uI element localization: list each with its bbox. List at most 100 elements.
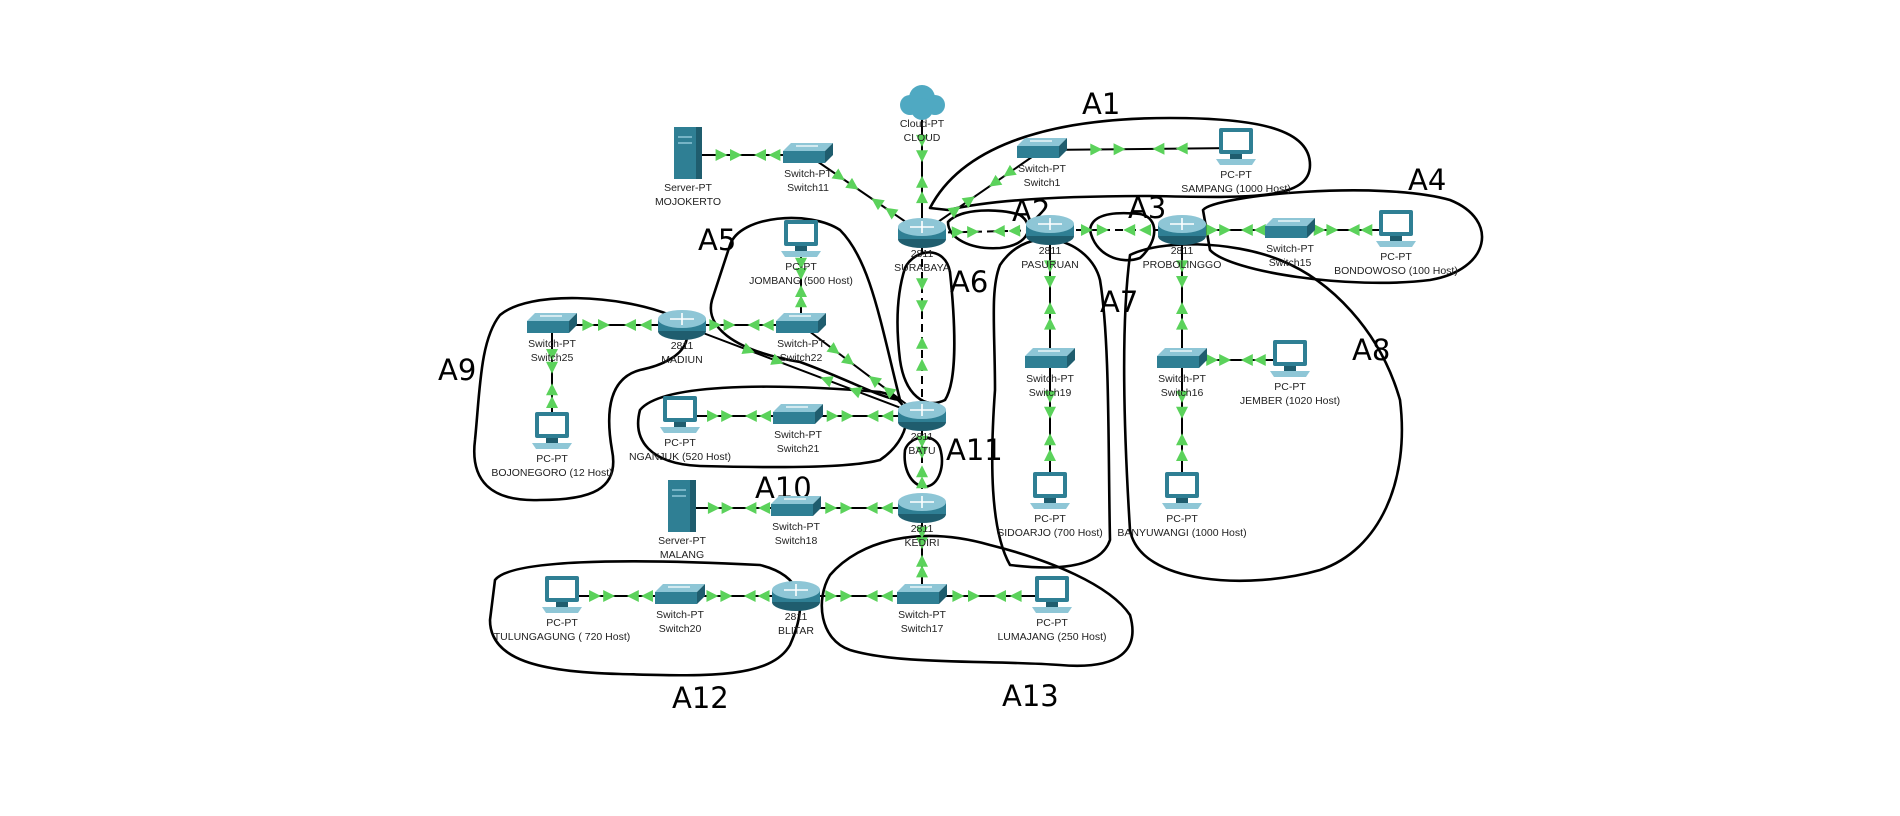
pc-icon[interactable] bbox=[542, 576, 582, 613]
device-name-label: Switch22 bbox=[780, 352, 823, 364]
link-switch11-surabaya[interactable] bbox=[807, 154, 923, 234]
link-status-arrow bbox=[916, 537, 928, 550]
area-label-a12: A12 bbox=[672, 681, 729, 715]
pc-icon[interactable] bbox=[1162, 472, 1202, 509]
link-status-arrow bbox=[1044, 302, 1056, 314]
link-status-arrow bbox=[715, 149, 728, 161]
switch-icon[interactable] bbox=[776, 313, 826, 333]
switch-icon[interactable] bbox=[1265, 218, 1315, 238]
link-status-arrow bbox=[968, 590, 980, 602]
switch-icon[interactable] bbox=[1157, 348, 1207, 368]
server-icon[interactable] bbox=[668, 480, 696, 532]
switch-icon[interactable] bbox=[655, 584, 705, 604]
switch-icon[interactable] bbox=[783, 143, 833, 163]
device-name-label: LUMAJANG (250 Host) bbox=[997, 631, 1106, 643]
cloud-icon[interactable] bbox=[900, 85, 945, 120]
pc-icon[interactable] bbox=[1376, 210, 1416, 247]
pc-icon[interactable] bbox=[1270, 340, 1310, 377]
link-switch16-banyuwangi[interactable] bbox=[1176, 360, 1188, 492]
pc-icon[interactable] bbox=[1216, 128, 1256, 165]
router-icon[interactable] bbox=[1026, 215, 1074, 245]
device-name-label: NGANJUK (520 Host) bbox=[629, 451, 731, 463]
link-status-arrow bbox=[795, 285, 807, 297]
switch-icon[interactable] bbox=[771, 496, 821, 516]
router-icon[interactable] bbox=[658, 310, 706, 340]
link-surabaya-batu[interactable] bbox=[916, 233, 928, 416]
pc-icon[interactable] bbox=[1032, 576, 1072, 613]
link-status-arrow bbox=[865, 590, 878, 602]
link-pasuruan-switch19[interactable] bbox=[1044, 230, 1056, 360]
link-switch19-sidoarjo[interactable] bbox=[1044, 360, 1056, 492]
link-probolinggo-switch16[interactable] bbox=[1176, 230, 1188, 360]
router-icon[interactable] bbox=[898, 218, 946, 248]
pc-icon[interactable] bbox=[1030, 472, 1070, 509]
link-switch1-sampang[interactable] bbox=[1041, 142, 1237, 156]
device-type-label: 2811 bbox=[911, 431, 934, 443]
switch-icon[interactable] bbox=[1017, 138, 1067, 158]
link-cloud-surabaya[interactable] bbox=[916, 105, 928, 233]
router-icon[interactable] bbox=[1158, 215, 1206, 245]
router-icon[interactable] bbox=[898, 493, 946, 523]
router-icon[interactable] bbox=[772, 581, 820, 611]
link-status-arrow bbox=[730, 149, 742, 161]
area-label-a5: A5 bbox=[698, 223, 736, 257]
area-outline-a3 bbox=[1088, 211, 1156, 262]
pc-icon[interactable] bbox=[532, 412, 572, 449]
area-outline-a7 bbox=[990, 238, 1112, 569]
link-mojokerto-switch11[interactable] bbox=[688, 149, 808, 161]
switch-icon[interactable] bbox=[527, 313, 577, 333]
switch-icon[interactable] bbox=[773, 404, 823, 424]
device-type-label: 2811 bbox=[1171, 245, 1194, 257]
link-switch22-batu[interactable] bbox=[800, 324, 923, 417]
link-status-arrow bbox=[840, 590, 853, 602]
link-batu-kediri[interactable] bbox=[916, 416, 928, 508]
link-status-arrow bbox=[1175, 142, 1188, 155]
server-icon[interactable] bbox=[674, 127, 702, 179]
pc-icon[interactable] bbox=[660, 396, 700, 433]
link-madiun-batu[interactable] bbox=[681, 324, 923, 417]
pc-icon[interactable] bbox=[781, 220, 821, 257]
router-icon[interactable] bbox=[898, 401, 946, 431]
link-status-arrow bbox=[1176, 276, 1188, 288]
link-status-arrow bbox=[841, 410, 854, 422]
link-malang-switch18[interactable] bbox=[682, 502, 796, 514]
link-status-arrow bbox=[1253, 224, 1266, 236]
switch-icon[interactable] bbox=[1025, 348, 1075, 368]
link-status-arrow bbox=[916, 150, 928, 163]
link-switch1-surabaya[interactable] bbox=[921, 149, 1043, 234]
link-status-arrow bbox=[916, 526, 928, 539]
switch-icon[interactable] bbox=[897, 584, 947, 604]
